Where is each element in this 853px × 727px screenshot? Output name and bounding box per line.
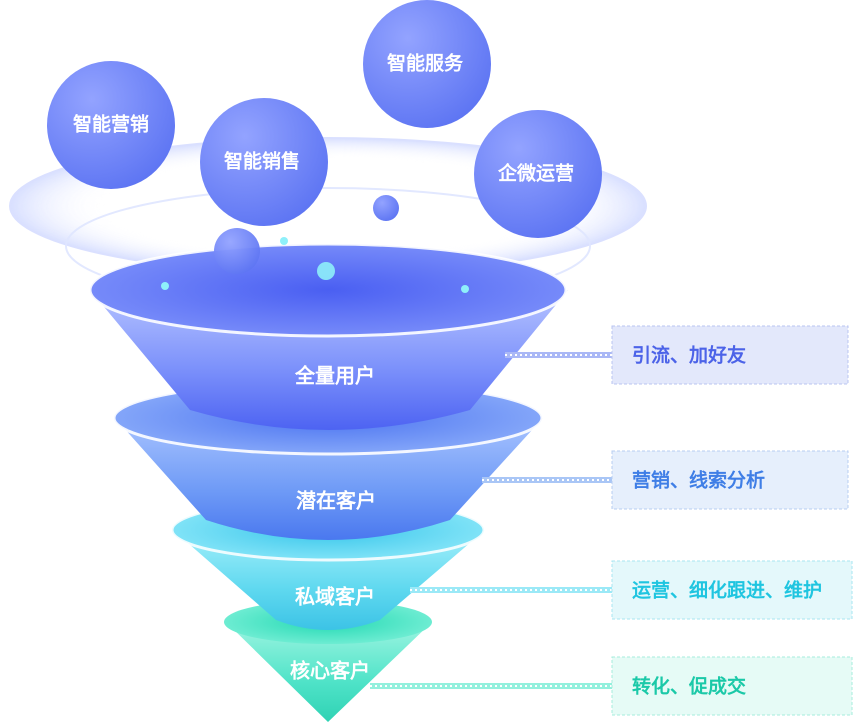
note-row-3: 运营、细化跟进、维护: [410, 560, 853, 620]
bubble-smart-service: 智能服务: [363, 0, 491, 128]
layer-label-potential: 潜在客户: [296, 489, 376, 513]
layer-label-core: 核心客户: [290, 659, 370, 683]
note-row-2: 营销、线索分析: [482, 450, 849, 510]
bubble-wecom-operation: 企微运营: [474, 110, 602, 238]
note-label-4: 转化、促成交: [632, 675, 746, 698]
note-row-4: 转化、促成交: [370, 656, 853, 716]
svg-text:企微运营: 企微运营: [497, 162, 574, 185]
note-row-1: 引流、加好友: [505, 325, 849, 385]
layer-label-all: 全量用户: [294, 364, 375, 388]
layer-label-private: 私域客户: [295, 585, 375, 609]
note-label-2: 营销、线索分析: [632, 469, 765, 492]
note-label-1: 引流、加好友: [632, 344, 746, 367]
funnel-layer-all: 全量用户: [88, 242, 568, 430]
bubble-smart-sales: 智能销售: [200, 98, 328, 226]
bubble-smart-marketing: 智能营销: [47, 61, 175, 189]
svg-text:智能营销: 智能营销: [73, 113, 149, 136]
svg-text:智能服务: 智能服务: [387, 52, 464, 75]
svg-text:智能销售: 智能销售: [224, 150, 300, 173]
particles: [161, 195, 469, 293]
note-label-3: 运营、细化跟进、维护: [632, 579, 822, 602]
